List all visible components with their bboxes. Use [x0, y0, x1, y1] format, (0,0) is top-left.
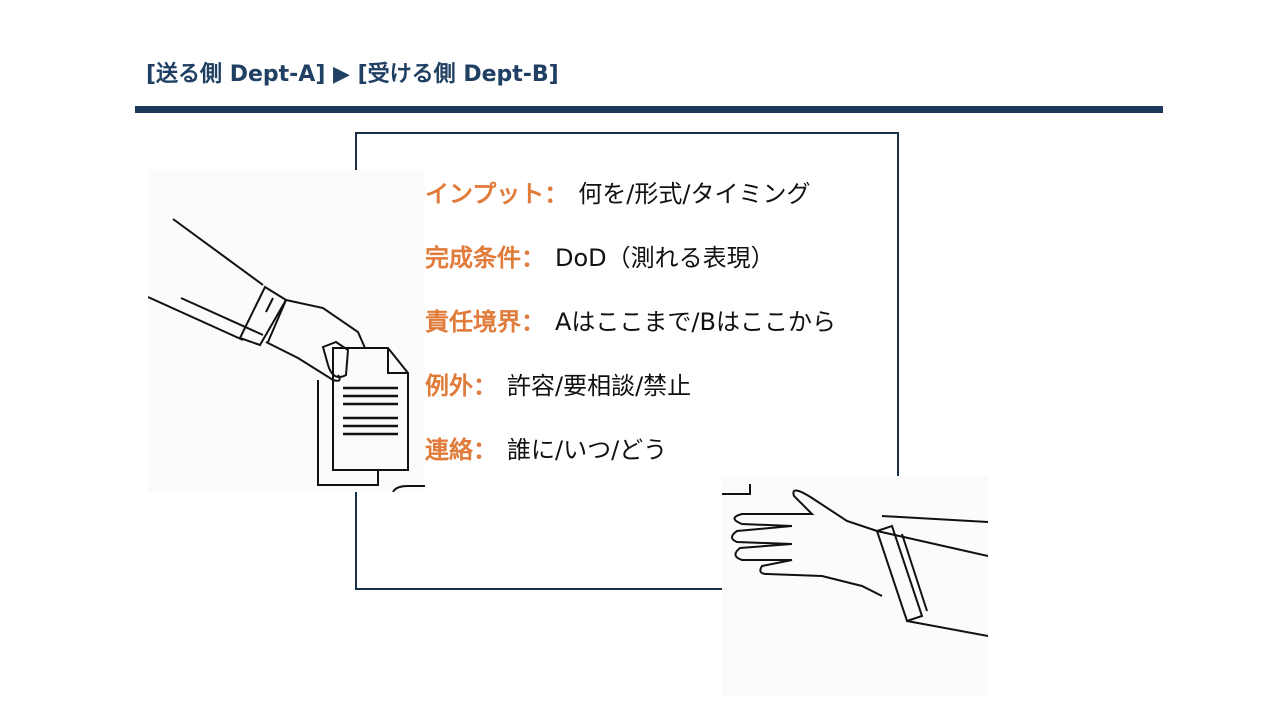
item-label: インプット： [425, 180, 569, 208]
item-value: Aはここまで/Bはここから [555, 308, 836, 336]
checklist-item-contact: 連絡： 誰に/いつ/どう [425, 430, 836, 494]
slide-title: [送る側 Dept-A] ▶ [受ける側 Dept-B] [146, 62, 559, 87]
hand-receiving-illustration [722, 476, 988, 696]
hand-giving-document-illustration [148, 170, 425, 492]
item-label: 責任境界： [425, 308, 545, 336]
checklist-item-exceptions: 例外： 許容/要相談/禁止 [425, 366, 836, 430]
item-value: 何を/形式/タイミング [578, 180, 811, 208]
item-label: 完成条件： [425, 244, 545, 272]
item-label: 連絡： [425, 436, 497, 464]
checklist-item-responsibility: 責任境界： Aはここまで/Bはここから [425, 302, 836, 366]
item-value: 許容/要相談/禁止 [507, 372, 692, 400]
item-label: 例外： [425, 372, 497, 400]
item-value: 誰に/いつ/どう [507, 436, 668, 464]
item-value: DoD（測れる表現） [555, 244, 775, 272]
handoff-checklist: インプット： 何を/形式/タイミング 完成条件： DoD（測れる表現） 責任境界… [425, 174, 836, 494]
title-divider [135, 106, 1163, 113]
checklist-item-dod: 完成条件： DoD（測れる表現） [425, 238, 836, 302]
checklist-item-input: インプット： 何を/形式/タイミング [425, 174, 836, 238]
